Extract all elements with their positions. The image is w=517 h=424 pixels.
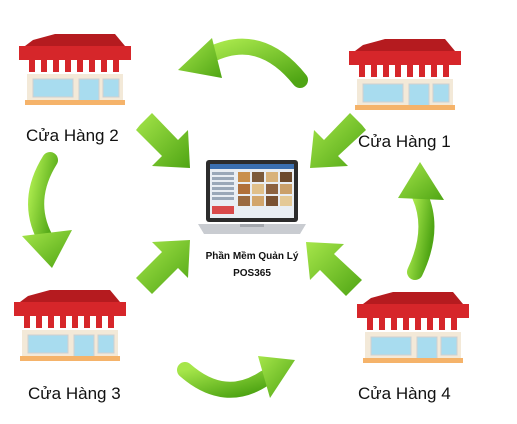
- arrow-store3-to-center: [136, 240, 190, 294]
- store-label-1: Cửa Hàng 1: [358, 132, 451, 151]
- arrow-store4-to-store1: [398, 162, 444, 280]
- store-icon-1: [345, 37, 465, 112]
- store-icon-2: [15, 32, 135, 107]
- arrow-store1-to-store2: [178, 38, 308, 88]
- store-icon-4: [353, 290, 473, 365]
- arrow-store1-to-center: [310, 113, 366, 168]
- arrow-store4-to-center: [306, 242, 362, 296]
- store-label-2: Cửa Hàng 2: [26, 126, 119, 145]
- arrow-store3-to-store4: [177, 356, 295, 398]
- store-label-4: Cửa Hàng 4: [358, 384, 451, 403]
- arrow-store2-to-store3: [22, 152, 72, 268]
- arrow-store2-to-center: [136, 113, 190, 168]
- store-label-3: Cửa Hàng 3: [28, 384, 121, 403]
- center-title-line2: POS365: [233, 268, 271, 279]
- center-title-line1: Phần Mềm Quản Lý: [205, 251, 299, 262]
- laptop-icon: [196, 158, 308, 238]
- store-icon-3: [10, 288, 130, 363]
